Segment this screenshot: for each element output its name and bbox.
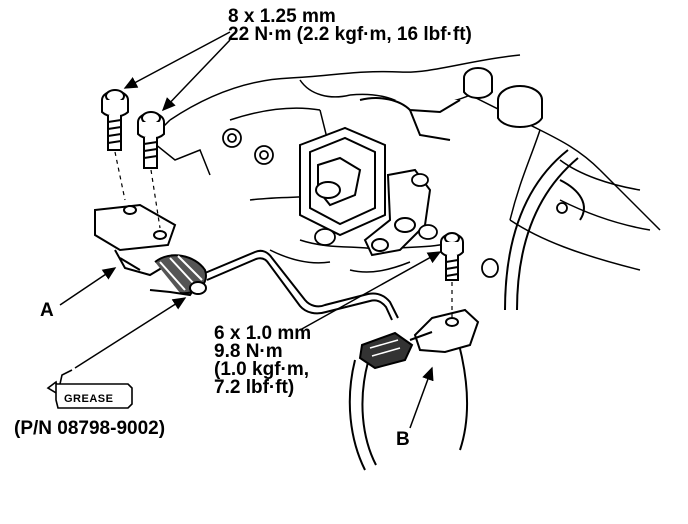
slave-cylinder: [94, 203, 207, 297]
hose-bracket: [358, 308, 480, 370]
callout-a: A: [40, 300, 54, 321]
small-bolt: [440, 232, 464, 281]
small-bolt-torque-lbf: 7.2 lbf·ft): [214, 377, 295, 398]
large-bolt-torque-spec: 8 x 1.25 mm 22 N·m (2.2 kgf·m, 16 lbf·ft…: [228, 6, 472, 45]
housing-bolts: [222, 128, 568, 278]
mount-bracket: [299, 126, 432, 257]
right-hose: [504, 149, 585, 311]
grease-part-number: (P/N 08798-9002): [14, 418, 166, 439]
grease-tube-label: GREASE: [64, 393, 114, 405]
grease-tube-icon: [46, 369, 133, 409]
install-guide-lines: [114, 151, 453, 318]
housing-bosses: [359, 67, 543, 141]
small-bolt-torque-kgf: (1.0 kgf·m,: [214, 359, 310, 380]
leader-arrows: [59, 31, 442, 429]
small-bolt-torque-spec: 6 x 1.0 mm 9.8 N·m (1.0 kgf·m, 7.2 lbf·f…: [214, 323, 312, 398]
large-bolts: [101, 89, 165, 169]
large-bolt-size: 8 x 1.25 mm: [228, 6, 336, 27]
callout-b: B: [396, 429, 410, 450]
large-bolt-torque: 22 N·m (2.2 kgf·m, 16 lbf·ft): [228, 24, 472, 45]
small-bolt-size: 6 x 1.0 mm: [214, 323, 312, 344]
clutch-pipe: [204, 249, 399, 321]
small-bolt-torque-nm: 9.8 N·m: [214, 341, 283, 362]
